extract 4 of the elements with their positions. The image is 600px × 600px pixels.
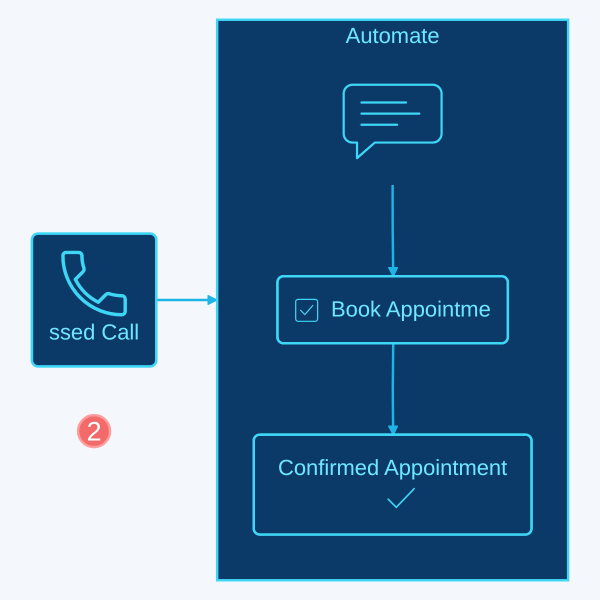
arrow bbox=[388, 184, 398, 278]
arrow bbox=[388, 344, 398, 436]
arrow bbox=[156, 294, 218, 306]
node-circle: 2 bbox=[76, 414, 112, 448]
